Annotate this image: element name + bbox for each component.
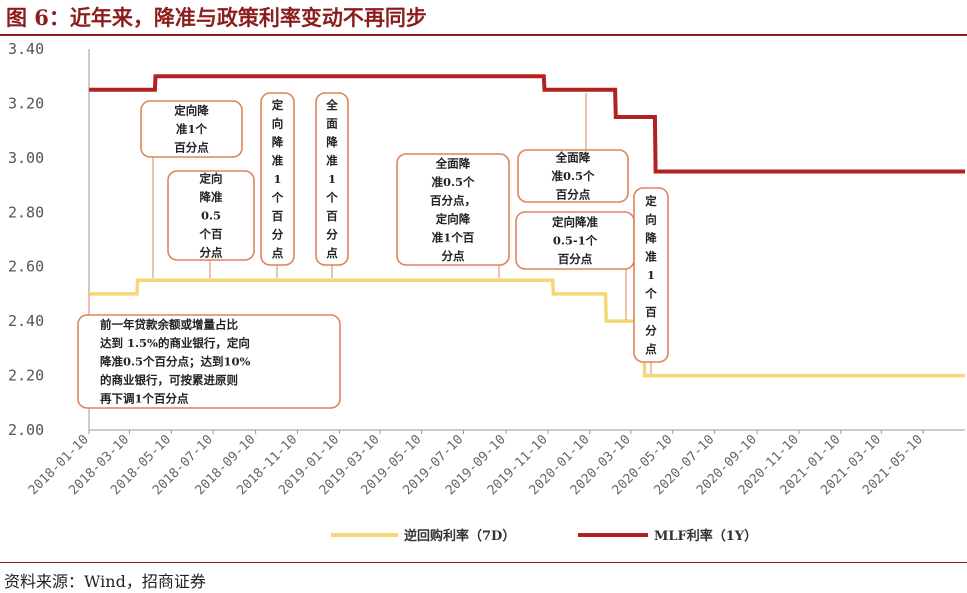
annotation-line: 0.5 [201,209,221,223]
annotation-line: 全面降 [435,156,471,170]
y-tick-label: 3.20 [8,94,44,112]
annotation-line: 全 [325,98,338,112]
y-tick-label: 2.40 [8,312,44,330]
annotation-line: 准 [326,154,338,168]
annotation-line: 百分点 [558,252,593,266]
annotation-line: 定向降准 [552,215,598,229]
legend-label: 逆回购利率（7D） [404,528,515,544]
annotation-line: 全面降 [555,151,591,165]
y-tick-label: 2.20 [8,367,44,385]
annotation-line: 分 [645,324,657,338]
annotation-frame [167,170,255,261]
annotation-line: 达到 1.5%的商业银行，定向 [100,336,250,350]
annotation-box: 定向降准 0.5-1个百分点 [515,211,635,320]
annotation-line: 定 [272,98,284,112]
annotation-line: 准1个百 [432,230,475,244]
annotation-line: 降 [272,135,284,149]
chart-title: 图 6：近年来，降准与政策利率变动不再同步 [6,5,427,30]
annotation-line: 定 [645,194,657,208]
annotation-line: 的商业银行，可按累进原则 [100,373,238,387]
annotation-box: 定向降准 1 个百分点 [260,92,295,278]
annotation-line: 1 [647,268,655,282]
annotation-line: 降准 [200,190,223,204]
annotation-line: 分点 [200,246,223,260]
source-divider [0,562,967,563]
annotation-layer: 定向降准1个百分点定向降准0.5个百分点定向降准1个百分点全面降准1个百分点全面… [77,92,669,409]
legend-label: MLF利率（1Y） [654,528,757,544]
annotation-line: 定向降 [174,104,209,118]
annotation-line: 0.5-1个 [553,234,598,248]
annotation-frame [260,92,295,266]
annotation-line: 百分点 [174,141,209,155]
rate-chart: 2.002.202.402.602.803.003.203.402018-01-… [0,36,965,544]
y-tick-label: 3.40 [8,40,44,58]
annotation-line: 个百 [199,227,223,241]
annotation-line: 面 [326,117,338,131]
series-line-mlf [89,74,965,174]
annotation-line: 个 [644,287,657,301]
y-tick-label: 3.00 [8,149,44,167]
annotation-line: 向 [645,213,657,227]
annotation-box: 定向降准 1 个百分点 [633,187,669,374]
annotation-frame [633,187,669,363]
annotation-line: 点 [645,342,657,356]
y-tick-label: 2.60 [8,258,44,276]
y-tick-label: 2.00 [8,421,44,439]
annotation-line: 再下调1个百分点 [100,392,189,406]
annotation-line: 准0.5个 [551,169,595,183]
legend: 逆回购利率（7D） MLF利率（1Y） [331,528,757,544]
annotation-line: 降准0.5个百分点；达到10% [100,355,251,369]
annotation-line: 降 [326,135,338,149]
annotation-line: 定向 [200,172,223,186]
annotation-line: 准 [645,250,657,264]
annotation-frame [396,153,510,266]
annotation-box: 定向降准 0.5 个百分点 [167,170,255,278]
annotation-frame [315,92,349,266]
annotation-line: 个 [271,191,284,205]
annotation-line: 分 [326,228,338,242]
annotation-frame [140,100,243,158]
annotation-line: 降 [645,231,657,245]
annotation-frame [517,149,629,203]
annotation-line: 分点 [442,249,465,263]
annotation-line: 点 [272,246,284,260]
annotation-line: 百分点 [556,188,591,202]
annotation-line: 1 [328,172,336,186]
annotation-line: 百 [272,209,284,223]
y-tick-label: 2.80 [8,203,44,221]
annotation-line: 百 [645,305,657,319]
annotation-line: 向 [272,117,284,131]
annotation-line: 百分点， [430,193,476,207]
annotation-line: 百 [326,209,338,223]
annotation-line: 1 [273,172,281,186]
annotation-line: 点 [326,246,338,260]
annotation-line: 个 [325,191,338,205]
annotation-line: 准0.5个 [431,175,475,189]
annotation-line: 准1个 [176,122,208,136]
source-note: 资料来源：Wind，招商证券 [4,572,206,591]
title-divider [0,34,967,36]
annotation-line: 前一年贷款余额或增量占比 [100,318,238,332]
annotation-line: 分 [272,228,284,242]
annotation-line: 准 [272,154,284,168]
annotation-frame [77,314,341,409]
annotation-line: 定向降 [436,212,471,226]
